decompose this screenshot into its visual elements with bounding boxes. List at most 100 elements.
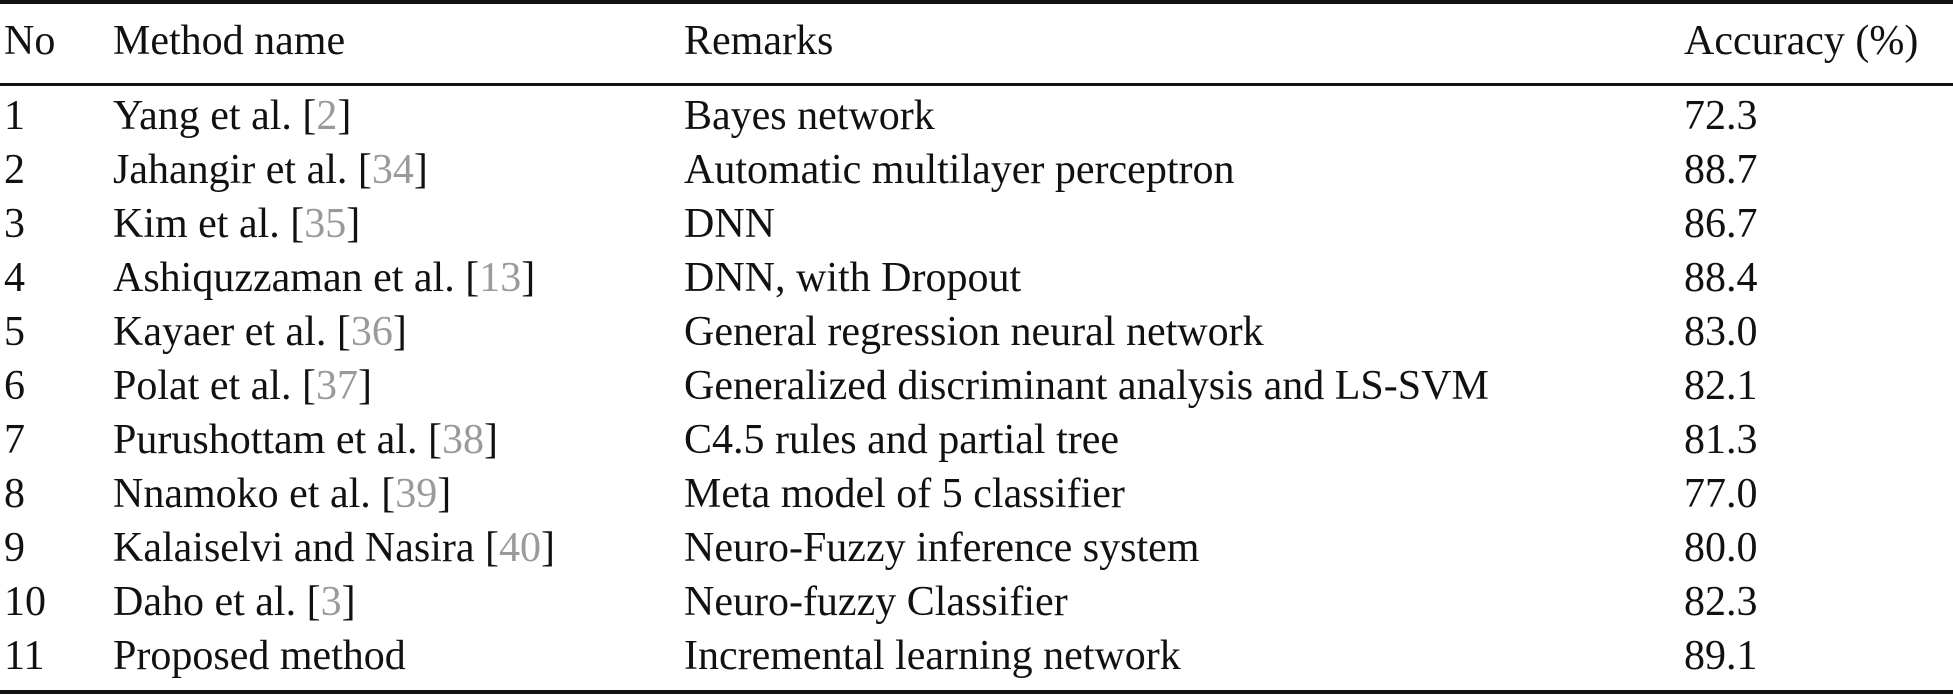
cell-accuracy: 82.1 — [1684, 363, 1758, 409]
method-name-text: Kim et al. — [113, 201, 280, 247]
cell-accuracy: 82.3 — [1684, 579, 1758, 625]
cell-method-name: Proposed method — [113, 629, 406, 683]
citation-close-bracket: ] — [357, 363, 372, 409]
cell-accuracy: 89.1 — [1684, 633, 1758, 679]
method-name-text: Kayaer et al. — [113, 309, 327, 355]
method-name-text: Purushottam et al. — [113, 417, 418, 463]
citation-close-bracket: ] — [483, 417, 498, 463]
citation-close-bracket: ] — [341, 579, 356, 625]
table-row: 10 Daho et al. [3] Neuro-fuzzy Classifier 8… — [0, 575, 1953, 629]
cell-accuracy: 88.7 — [1684, 147, 1758, 193]
cell-no: 5 — [4, 309, 25, 355]
method-name-text: Kalaiselvi and Nasira — [113, 525, 475, 571]
citation-close-bracket: ] — [437, 471, 452, 517]
citation-close-bracket: ] — [521, 255, 536, 301]
cell-no: 7 — [4, 417, 25, 463]
cell-remarks: Generalized discriminant analysis and LS… — [684, 363, 1489, 409]
cell-no: 8 — [4, 471, 25, 517]
cell-no: 9 — [4, 525, 25, 571]
cell-no: 1 — [4, 93, 25, 139]
citation-close-bracket: ] — [346, 201, 361, 247]
table-bottom-rule — [0, 690, 1953, 694]
cell-accuracy: 86.7 — [1684, 201, 1758, 247]
citation-close-bracket: ] — [392, 309, 407, 355]
citation-link[interactable]: 39 — [395, 471, 438, 517]
citation-open-bracket: [ — [465, 255, 480, 301]
cell-accuracy: 81.3 — [1684, 417, 1758, 463]
table-header-rule — [0, 83, 1953, 86]
table-row: 5 Kayaer et al. [36] General regression ne… — [0, 305, 1953, 359]
cell-accuracy: 88.4 — [1684, 255, 1758, 301]
cell-method-name: Purushottam et al. [38] — [113, 413, 498, 467]
cell-no: 6 — [4, 363, 25, 409]
citation-open-bracket: [ — [381, 471, 396, 517]
citation-open-bracket: [ — [290, 201, 305, 247]
cell-no: 2 — [4, 147, 25, 193]
citation-open-bracket: [ — [336, 309, 351, 355]
cell-accuracy: 72.3 — [1684, 93, 1758, 139]
cell-method-name: Yang et al. [2] — [113, 89, 351, 143]
citation-link[interactable]: 37 — [315, 363, 358, 409]
method-name-text: Jahangir et al. — [113, 147, 348, 193]
cell-no: 11 — [4, 633, 45, 679]
citation-open-bracket: [ — [301, 363, 316, 409]
citation-link[interactable]: 2 — [316, 93, 338, 139]
citation-open-bracket: [ — [427, 417, 442, 463]
cell-remarks: C4.5 rules and partial tree — [684, 417, 1120, 463]
table-row: 4 Ashiquzzaman et al. [13] DNN, with Dropo… — [0, 251, 1953, 305]
citation-link[interactable]: 3 — [320, 579, 342, 625]
cell-remarks: Meta model of 5 classifier — [684, 471, 1125, 517]
method-name-text: Daho et al. — [113, 579, 297, 625]
citation-close-bracket: ] — [541, 525, 556, 571]
method-name-text: Ashiquzzaman et al. — [113, 255, 455, 301]
citation-link[interactable]: 40 — [499, 525, 542, 571]
citation-link[interactable]: 38 — [441, 417, 484, 463]
citation-open-bracket: [ — [306, 579, 321, 625]
method-name-text: Polat et al. — [113, 363, 292, 409]
table-row: 11 Proposed method Incremental learning ne… — [0, 629, 1953, 683]
table-row: 9 Kalaiselvi and Nasira [40] Neuro-Fuzzy i… — [0, 521, 1953, 575]
citation-open-bracket: [ — [485, 525, 500, 571]
cell-remarks: Neuro-fuzzy Classifier — [684, 579, 1068, 625]
cell-method-name: Polat et al. [37] — [113, 359, 372, 413]
cell-no: 10 — [4, 579, 46, 625]
cell-method-name: Kayaer et al. [36] — [113, 305, 407, 359]
cell-method-name: Daho et al. [3] — [113, 575, 356, 629]
cell-remarks: DNN, with Dropout — [684, 255, 1022, 301]
cell-accuracy: 80.0 — [1684, 525, 1758, 571]
citation-close-bracket: ] — [413, 147, 428, 193]
table-top-rule — [0, 0, 1953, 4]
cell-accuracy: 77.0 — [1684, 471, 1758, 517]
cell-method-name: Kim et al. [35] — [113, 197, 360, 251]
citation-link[interactable]: 35 — [304, 201, 347, 247]
table-row: 7 Purushottam et al. [38] C4.5 rules and p… — [0, 413, 1953, 467]
cell-remarks: Neuro-Fuzzy inference system — [684, 525, 1200, 571]
table-header-row: No Method name Remarks Accuracy (%) — [0, 14, 1953, 68]
cell-method-name: Ashiquzzaman et al. [13] — [113, 251, 535, 305]
cell-method-name: Kalaiselvi and Nasira [40] — [113, 521, 555, 575]
table-row: 8 Nnamoko et al. [39] Meta model of 5 clas… — [0, 467, 1953, 521]
method-name-text: Yang et al. — [113, 93, 292, 139]
cell-no: 4 — [4, 255, 25, 301]
citation-link[interactable]: 36 — [350, 309, 393, 355]
method-name-text: Proposed method — [113, 633, 406, 679]
citation-link[interactable]: 13 — [479, 255, 522, 301]
header-accuracy: Accuracy (%) — [1684, 18, 1919, 64]
citation-open-bracket: [ — [357, 147, 372, 193]
citation-link[interactable]: 34 — [371, 147, 414, 193]
table-row: 2 Jahangir et al. [34] Automatic multilaye… — [0, 143, 1953, 197]
header-remarks: Remarks — [684, 18, 834, 64]
citation-open-bracket: [ — [302, 93, 317, 139]
header-no: No — [4, 18, 56, 64]
cell-remarks: General regression neural network — [684, 309, 1264, 355]
cell-no: 3 — [4, 201, 25, 247]
cell-remarks: Incremental learning network — [684, 633, 1181, 679]
header-method-name: Method name — [113, 18, 346, 64]
cell-remarks: Automatic multilayer perceptron — [684, 147, 1235, 193]
table-row: 6 Polat et al. [37] Generalized discrimina… — [0, 359, 1953, 413]
cell-accuracy: 83.0 — [1684, 309, 1758, 355]
table-row: 1 Yang et al. [2] Bayes network 72.3 — [0, 89, 1953, 143]
method-name-text: Nnamoko et al. — [113, 471, 371, 517]
cell-remarks: Bayes network — [684, 93, 935, 139]
